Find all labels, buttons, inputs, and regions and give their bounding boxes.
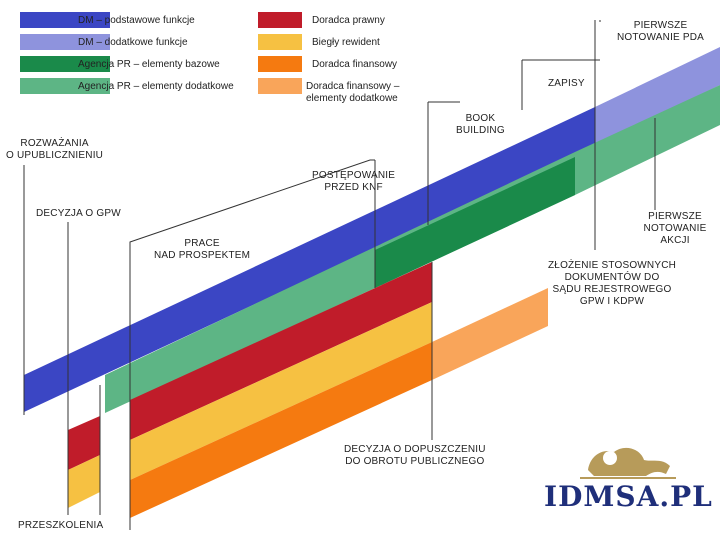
legend-label: DM – dodatkowe funkcje [78, 37, 188, 48]
legend-swatch [20, 56, 110, 72]
band-pr-extra-end [575, 85, 720, 195]
band-legal-early [68, 416, 100, 470]
label-book-building: BOOK BUILDING [456, 113, 505, 136]
label-prace: PRACE NAD PROSPEKTEM [154, 238, 251, 261]
legend-label: Agencja PR – elementy dodatkowe [78, 81, 234, 92]
band-auditor-early [68, 455, 100, 508]
legend-label: Doradca prawny [312, 15, 385, 26]
band-pr-basic [375, 157, 575, 288]
legend-swatch [258, 56, 302, 72]
label-decyzja-gpw: DECYZJA O GPW [36, 208, 121, 219]
label-przeszkolenia: PRZESZKOLENIA [18, 520, 104, 531]
marker-lines [23, 20, 656, 530]
band-dm-basic [24, 107, 595, 412]
label-zlozenie: ZŁOŻENIE STOSOWNYCH DOKUMENTÓW DO SĄDU R… [548, 260, 677, 307]
label-decyzja-dopuszczenie: DECYZJA O DOPUSZCZENIU DO OBROTU PUBLICZ… [344, 444, 486, 467]
legend-label: Agencja PR – elementy bazowe [78, 59, 220, 70]
lion-logo-icon [580, 447, 676, 479]
legend-label: Doradca finansowy [312, 59, 398, 70]
band-legal [130, 262, 432, 440]
band-finance [130, 342, 432, 518]
legend-swatch [258, 12, 302, 28]
label-pierwsze-akcji: PIERWSZE NOTOWANIE AKCJI [643, 211, 707, 246]
legend-label: Doradca finansowy – elementy dodatkowe [306, 81, 400, 104]
label-postepowanie: POSTĘPOWANIE PRZED KNF [312, 170, 396, 193]
legend-label: Biegły rewident [312, 37, 380, 48]
legend-swatch [258, 78, 302, 94]
legend-swatch [20, 78, 110, 94]
band-dm-extra [595, 47, 720, 145]
legend-swatch [20, 34, 110, 50]
band-finance-extra [432, 288, 548, 380]
legend-label: DM – podstawowe funkcje [78, 15, 195, 26]
band-auditor [130, 302, 432, 480]
label-rozwazania: ROZWAŻANIA O UPUBLICZNIENIU [6, 138, 104, 161]
legend-swatch [20, 12, 110, 28]
label-zapisy: ZAPISY [548, 78, 585, 89]
label-pierwsze-pda: PIERWSZE NOTOWANIE PDA [617, 20, 705, 43]
legend-swatch [258, 34, 302, 50]
logo-wordmark: IDMSA.PL [544, 480, 713, 513]
